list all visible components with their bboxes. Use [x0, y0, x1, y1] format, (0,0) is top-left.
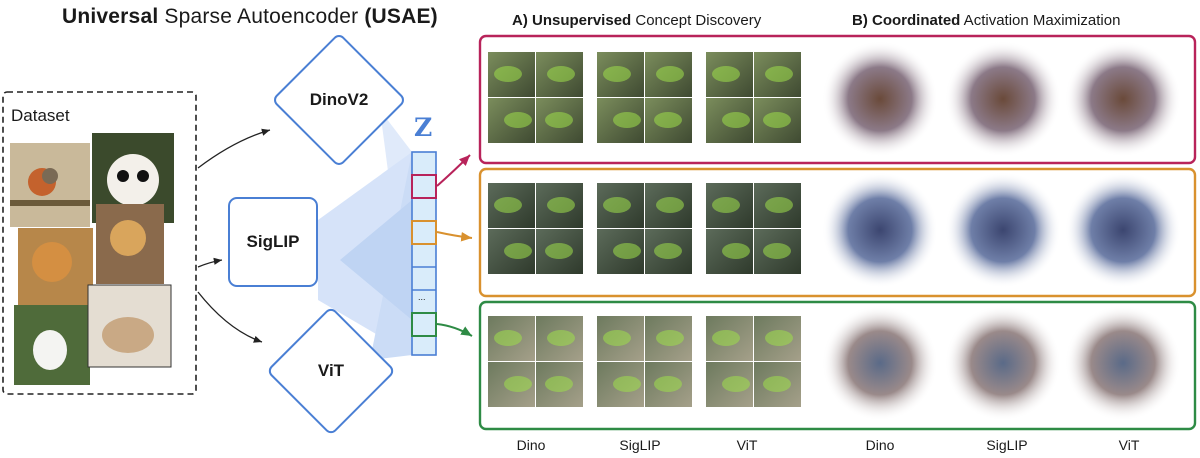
activation-blob-row3-siglip	[945, 305, 1061, 421]
activation-blob-row1-siglip	[945, 41, 1061, 157]
concept-tile-row1-vit	[706, 52, 801, 143]
activation-blob-row2-dino	[822, 172, 938, 288]
concept-tile-row2-siglip	[597, 183, 692, 274]
concept-tile-row2-dino	[488, 183, 583, 274]
dataset-label: Dataset	[11, 106, 70, 125]
concept-tile-row3-siglip	[597, 316, 692, 407]
col-label-b-siglip: SigLIP	[986, 437, 1028, 453]
concept-tile-row2-vit	[706, 183, 801, 274]
dataset-box	[2, 91, 197, 395]
encoder-dinov2-label: DinoV2	[309, 90, 369, 109]
concept-row-green	[478, 300, 1197, 431]
arrow-red	[436, 154, 471, 187]
encoder-vit-label: ViT	[317, 361, 345, 380]
encoder-siglip-label: SigLIP	[246, 232, 300, 251]
col-label-a-vit: ViT	[736, 437, 758, 453]
dataset-images	[10, 133, 174, 385]
concept-row-red	[478, 34, 1197, 165]
latent-cell-green	[411, 312, 437, 337]
concept-tile-row3-dino	[488, 316, 583, 407]
arrow-green	[436, 323, 473, 337]
latent-cell-orange	[411, 220, 437, 245]
activation-blobs	[822, 41, 1181, 421]
latent-cell-red	[411, 174, 437, 199]
activation-blob-row1-vit	[1065, 41, 1181, 157]
activation-blob-row3-dino	[822, 305, 938, 421]
activation-blob-row2-siglip	[945, 172, 1061, 288]
page-title: Universal Sparse Autoencoder (USAE)	[62, 5, 438, 28]
concept-tile-row1-dino	[488, 52, 583, 143]
arrow-to-dinov2	[197, 128, 271, 169]
encoder-siglip-shape	[228, 197, 318, 287]
concept-row-orange	[478, 167, 1197, 298]
col-label-b-vit: ViT	[1118, 437, 1140, 453]
concept-tile-row3-vit	[706, 316, 801, 407]
arrow-orange	[436, 231, 473, 242]
section-a-title: A) Unsupervised Concept Discovery	[512, 12, 762, 29]
arrow-to-siglip	[197, 257, 223, 268]
projection-fan	[318, 110, 412, 360]
col-label-a-dino: Dino	[516, 437, 546, 453]
section-b-title: B) Coordinated Activation Maximization	[852, 12, 1121, 29]
concept-tiles	[488, 52, 801, 407]
latent-z-label: Z	[414, 113, 433, 142]
col-label-b-dino: Dino	[865, 437, 895, 453]
activation-blob-row1-dino	[822, 41, 938, 157]
col-label-a-siglip: SigLIP	[619, 437, 661, 453]
encoder-vit-shape	[268, 308, 394, 434]
latent-ellipsis: ...	[418, 292, 426, 302]
encoder-dinov2-shape	[274, 35, 404, 165]
arrow-to-vit	[197, 291, 263, 343]
latent-vector	[411, 151, 437, 356]
activation-blob-row3-vit	[1065, 305, 1181, 421]
concept-tile-row1-siglip	[597, 52, 692, 143]
activation-blob-row2-vit	[1065, 172, 1181, 288]
